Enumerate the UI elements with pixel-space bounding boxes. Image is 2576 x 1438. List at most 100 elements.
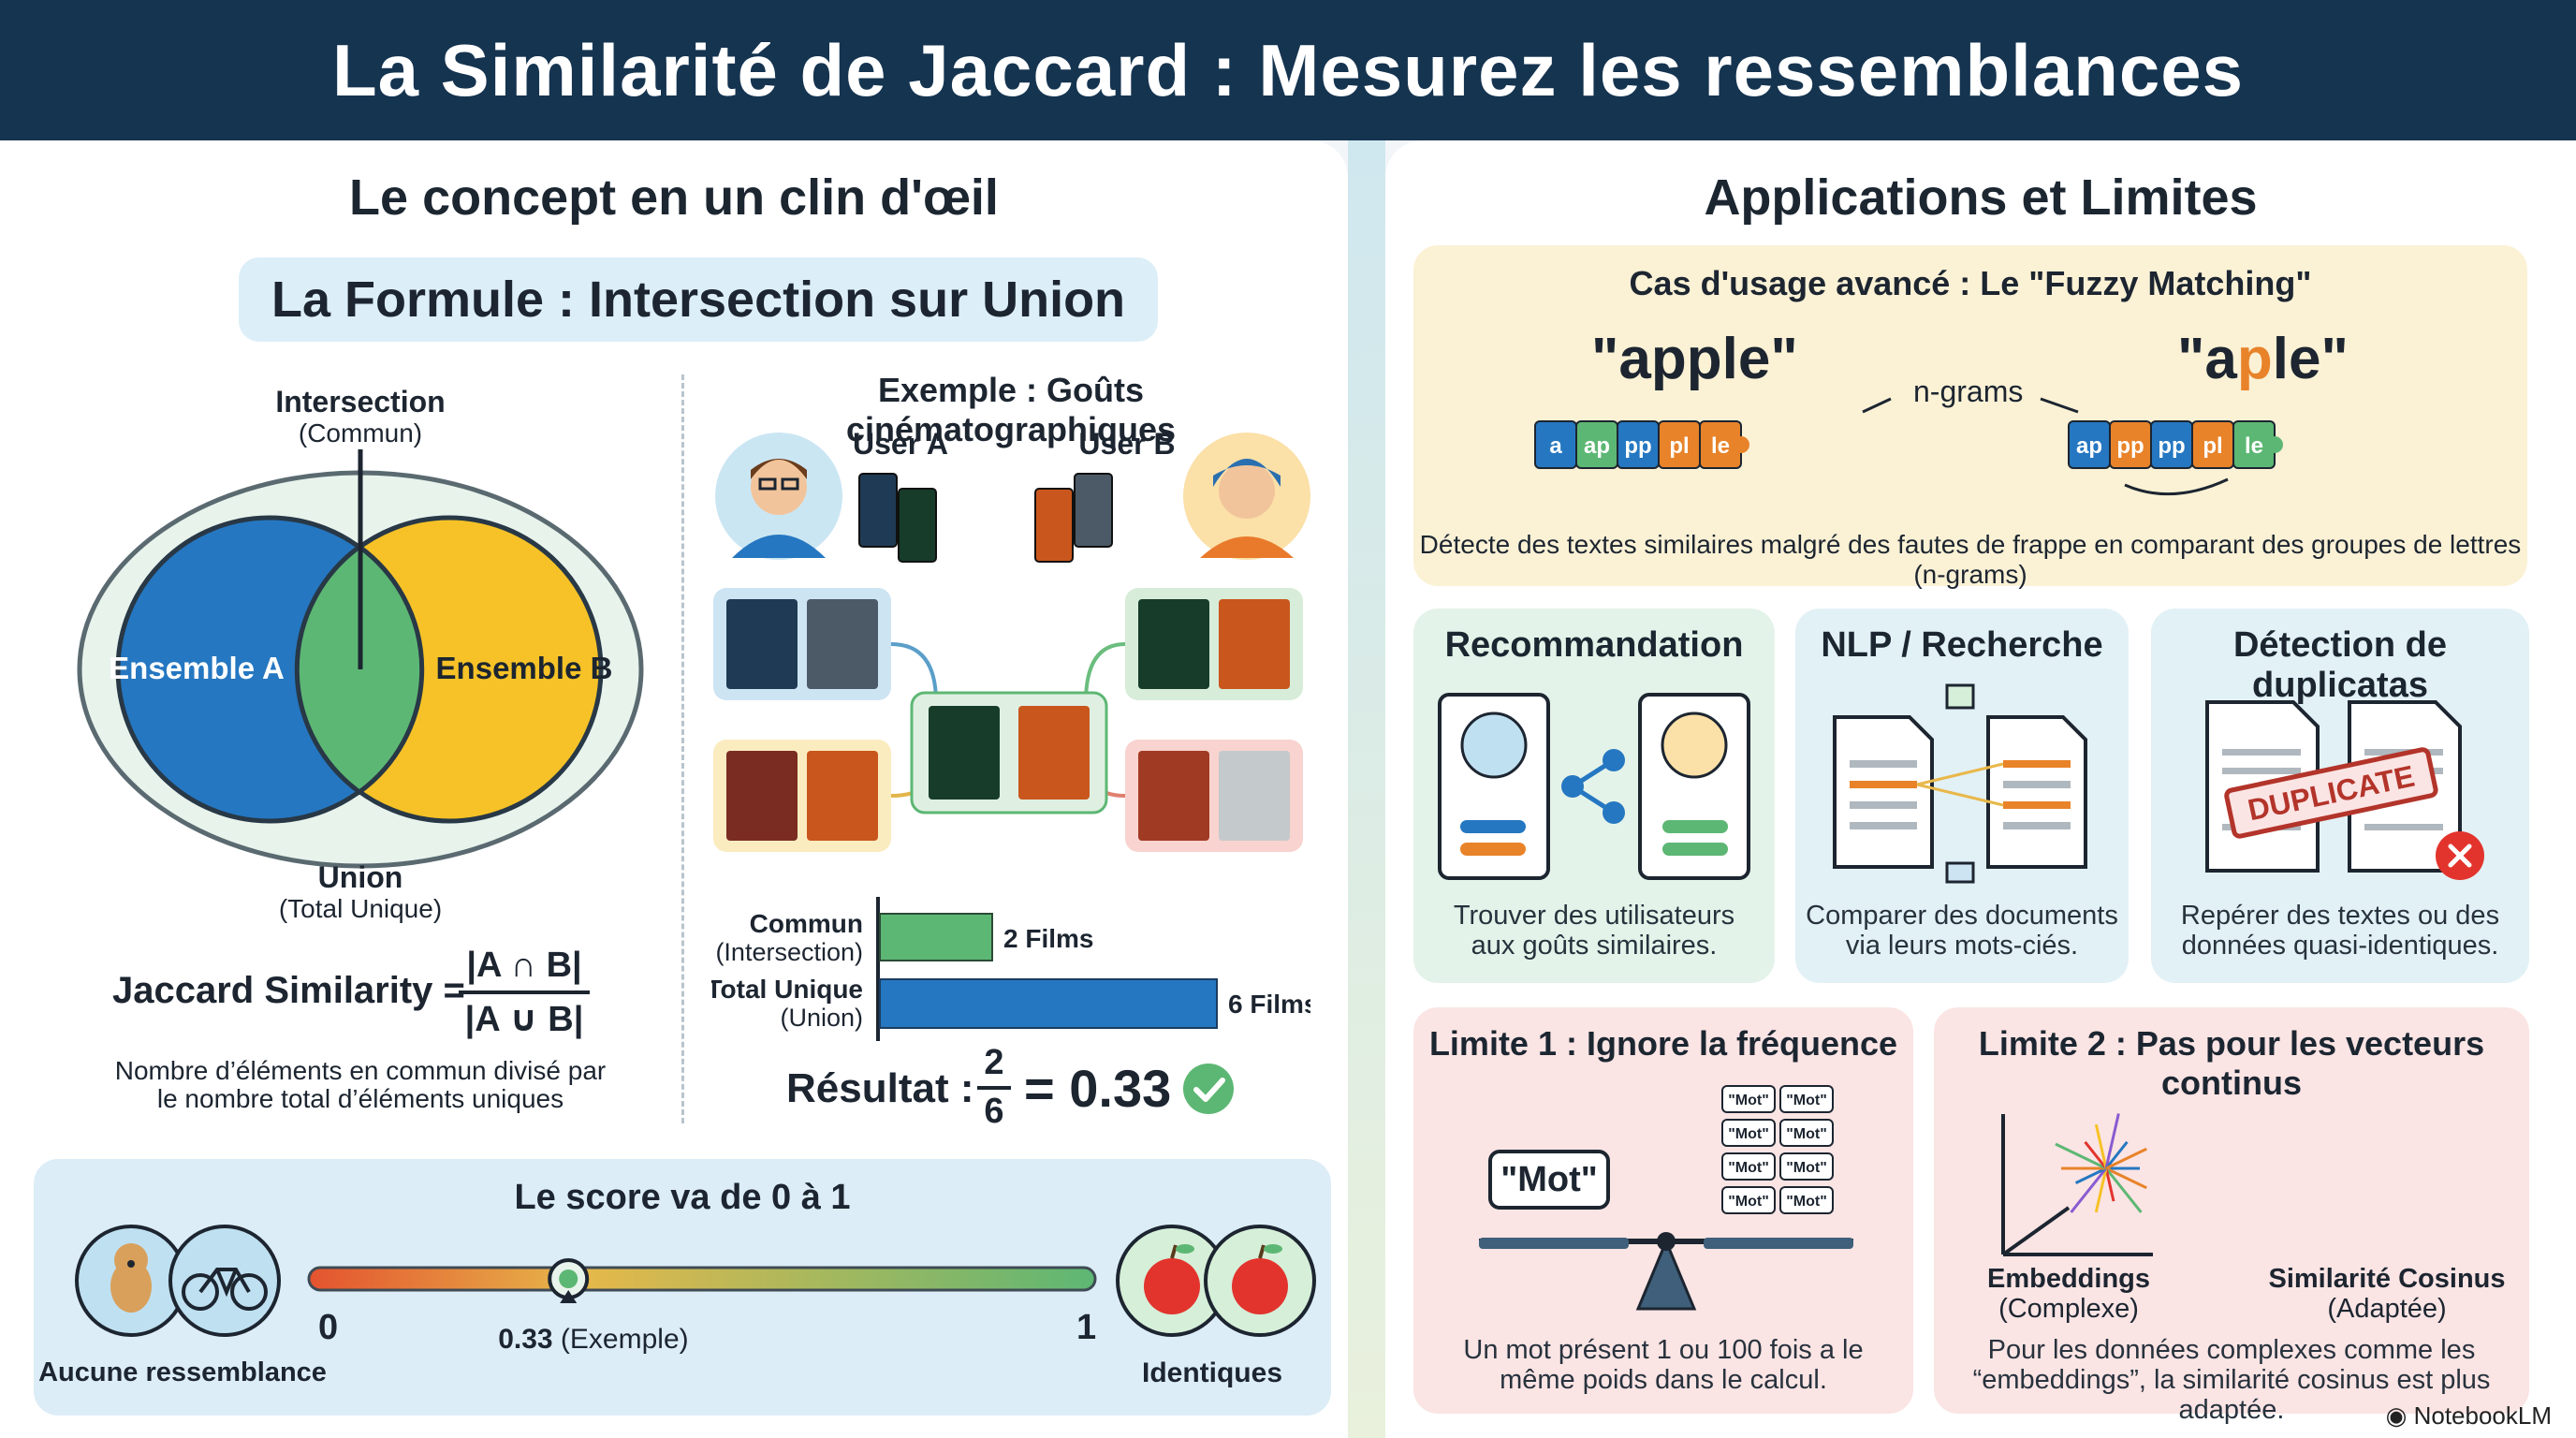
users-share-icon bbox=[1438, 693, 1750, 880]
poster-matrix-common bbox=[929, 706, 1000, 800]
user-a-poster-1 bbox=[858, 473, 898, 548]
ngram-piece-label: pl bbox=[1669, 433, 1689, 459]
embedding-vector bbox=[2104, 1113, 2120, 1169]
small-word: "Mot" bbox=[1786, 1160, 1827, 1176]
ngrams-label: n-grams bbox=[1913, 374, 2024, 408]
bar-common bbox=[879, 913, 993, 961]
ngram-piece-label: pp bbox=[1624, 433, 1651, 459]
embedding-vector bbox=[2070, 1167, 2108, 1213]
small-word-box bbox=[1721, 1152, 1776, 1181]
limit-2-left-label: Embeddings bbox=[1986, 1264, 2150, 1294]
user-b-poster-2 bbox=[1074, 473, 1113, 548]
score-min: 0 bbox=[318, 1308, 338, 1347]
fuzzy-title: Cas d'usage avancé : Le "Fuzzy Matching" bbox=[1629, 264, 2312, 302]
card-nlp-text-2: via leurs mots-ciés. bbox=[1845, 931, 2079, 961]
limit-1-text-2: même poids dans le calcul. bbox=[1500, 1365, 1827, 1395]
notebooklm-brand: ◉ NotebookLM bbox=[2386, 1401, 2552, 1431]
user-b-poster-1 bbox=[1034, 488, 1074, 563]
duplicate-documents-icon: DUPLICATE bbox=[2205, 700, 2484, 880]
poster-arrival bbox=[1219, 751, 1290, 841]
small-word: "Mot" bbox=[1786, 1126, 1827, 1142]
limit-1-text-1: Un mot présent 1 ou 100 fois a le bbox=[1463, 1335, 1864, 1365]
panel-divider bbox=[1348, 140, 1385, 1438]
card-recommendation-title: Recommandation bbox=[1444, 625, 1744, 665]
embedding-vector bbox=[2104, 1167, 2115, 1202]
ngram-piece-label: le bbox=[2245, 433, 2263, 459]
brand-label: NotebookLM bbox=[2413, 1401, 2552, 1430]
fuzzy-matching-box bbox=[1413, 245, 2527, 586]
embedding-vector bbox=[2105, 1167, 2147, 1190]
union-label: Union bbox=[318, 860, 403, 894]
jaccard-explain-2: le nombre total d’éléments uniques bbox=[156, 1084, 564, 1113]
card-recommendation-text-2: aux goûts similaires. bbox=[1471, 931, 1718, 961]
jaccard-label: Jaccard Similarity = bbox=[112, 970, 465, 1011]
fuzzy-word-2-typo: p bbox=[2236, 327, 2273, 391]
jaccard-numerator: |A ∩ B| bbox=[466, 946, 582, 985]
score-gradient-bar: 0 1 bbox=[307, 1258, 1097, 1347]
embedding-vector bbox=[2084, 1140, 2108, 1169]
bar-sublabel-common: (Intersection) bbox=[715, 938, 863, 966]
score-marker-sub: (Exemple) bbox=[560, 1324, 689, 1355]
intersection-label: Intersection bbox=[275, 385, 445, 418]
fraction-bar bbox=[459, 990, 590, 994]
apples-icon bbox=[1116, 1225, 1316, 1337]
card-duplicates-text-1: Repérer des textes ou des bbox=[2180, 901, 2500, 931]
poster-dune-a bbox=[807, 751, 878, 841]
films-bar-chart: Commun (Intersection) Total Unique (Unio… bbox=[711, 897, 1310, 1041]
ngram-piece-label: pp bbox=[2116, 433, 2144, 459]
score-marker bbox=[548, 1258, 590, 1303]
bar-value-union: 6 Films bbox=[1228, 990, 1310, 1019]
small-word-box bbox=[1721, 1186, 1776, 1214]
poster-dune-common bbox=[1018, 706, 1090, 800]
user-b-avatar bbox=[1183, 433, 1310, 560]
limit-2-title: Limite 2 : Pas pour les vecteurs continu… bbox=[1978, 1024, 2485, 1102]
ngram-piece-label: a bbox=[1549, 433, 1562, 459]
embedding-vector bbox=[2094, 1167, 2108, 1213]
ngram-piece-label: ap bbox=[2076, 433, 2102, 459]
fuzzy-word-2: "aple" bbox=[2177, 326, 2349, 392]
union-sublabel: (Total Unique) bbox=[279, 894, 442, 923]
card-duplicates-title: Détection de duplicatas bbox=[2232, 625, 2448, 705]
bar-union bbox=[879, 978, 1218, 1029]
small-word: "Mot" bbox=[1786, 1194, 1827, 1210]
card-nlp-title: NLP / Recherche bbox=[1821, 625, 2103, 665]
user-b-label: User B bbox=[1078, 427, 1175, 461]
small-word-box bbox=[1779, 1119, 1834, 1147]
poster-matrix-b bbox=[1138, 599, 1209, 689]
card-nlp-text-1: Comparer des documents bbox=[1806, 901, 2118, 931]
small-word: "Mot" bbox=[1728, 1126, 1769, 1142]
small-word-box bbox=[1779, 1186, 1834, 1214]
set-b-label: Ensemble B bbox=[436, 651, 613, 685]
dog-bike-icon bbox=[75, 1225, 281, 1337]
fuzzy-word-1: "apple" bbox=[1591, 327, 1798, 391]
small-word: "Mot" bbox=[1728, 1160, 1769, 1176]
ngram-arrow-right bbox=[2040, 397, 2079, 414]
limit-2-left-sub: (Complexe) bbox=[1998, 1294, 2139, 1324]
ngram-piece-label: pl bbox=[2203, 433, 2222, 459]
venn-diagram: Intersection (Commun) Ensemble A Ensembl… bbox=[77, 385, 644, 923]
brand-icon: ◉ bbox=[2385, 1401, 2408, 1430]
score-marker-text: 0.33 (Exemple) bbox=[498, 1324, 688, 1356]
embedding-vector bbox=[2104, 1167, 2143, 1213]
bar-sublabel-union: (Union) bbox=[780, 1004, 863, 1032]
small-word-box bbox=[1779, 1085, 1834, 1113]
user-a-label: User A bbox=[853, 427, 948, 461]
small-word: "Mot" bbox=[1728, 1194, 1769, 1210]
score-left-caption: Aucune ressemblance bbox=[38, 1357, 327, 1387]
fuzzy-caption: Détecte des textes similaires malgré des… bbox=[1419, 530, 2522, 589]
bar-label-common: Commun bbox=[750, 909, 863, 938]
fuzzy-word-2-start: "a bbox=[2177, 327, 2237, 391]
embeddings-vectors-icon bbox=[2001, 1113, 2153, 1256]
ngram-knob bbox=[2266, 436, 2283, 453]
result-numerator: 2 bbox=[984, 1043, 1004, 1082]
score-max: 1 bbox=[1076, 1308, 1096, 1347]
formula-pill: La Formule : Intersection sur Union bbox=[239, 257, 1158, 342]
dashed-separator bbox=[681, 374, 684, 1123]
small-word: "Mot" bbox=[1786, 1093, 1827, 1108]
ngram-knob bbox=[1733, 436, 1749, 453]
result-fraction-bar bbox=[977, 1086, 1011, 1090]
poster-a-3 bbox=[726, 751, 798, 841]
check-icon bbox=[1183, 1064, 1234, 1114]
small-word: "Mot" bbox=[1728, 1093, 1769, 1108]
